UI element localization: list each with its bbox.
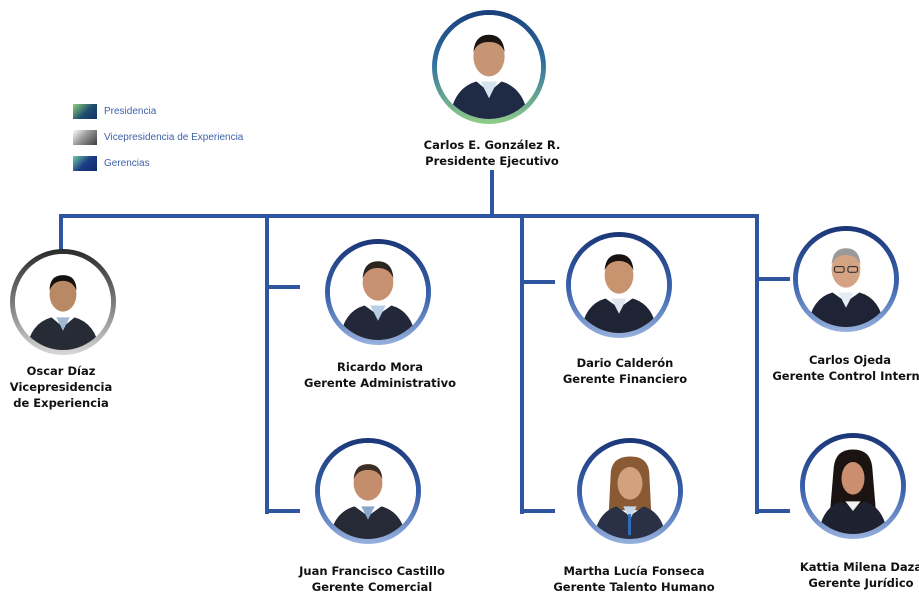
legend-item-vicepresidencia: Vicepresidencia de Experiencia (73, 124, 243, 150)
dario-label: Dario Calderón Gerente Financiero (563, 355, 687, 387)
dario-role: Gerente Financiero (562, 372, 688, 386)
dario-avatar (571, 237, 667, 333)
legend-item-presidencia: Presidencia (73, 98, 243, 124)
dario-portrait (571, 237, 667, 333)
legend-label: Vicepresidencia de Experiencia (104, 131, 244, 143)
juan-role: Gerente Comercial (311, 580, 433, 594)
martha-role: Gerente Talento Humano (553, 580, 715, 594)
vice-photo-frame (10, 249, 116, 355)
legend-swatch-presidencia (73, 103, 97, 119)
ricardo-photo-frame (325, 239, 431, 345)
kattia-photo-frame (800, 433, 906, 539)
president-name: Carlos E. González R. (423, 138, 561, 152)
martha-avatar (582, 443, 678, 539)
legend-label: Presidencia (104, 105, 157, 117)
vice-label: Oscar Díaz Vicepresidencia de Experienci… (10, 363, 112, 411)
president-photo-frame (432, 10, 546, 124)
president-portrait (437, 15, 541, 119)
kattia-avatar (805, 438, 901, 534)
legend-swatch-gerencias (73, 155, 97, 171)
legend: Presidencia Vicepresidencia de Experienc… (73, 98, 243, 176)
kattia-portrait (805, 438, 901, 534)
ricardo-portrait (330, 244, 426, 340)
juan-avatar (320, 443, 416, 539)
vice-portrait (15, 254, 111, 350)
ricardo-avatar (330, 244, 426, 340)
kattia-name: Kattia Milena Daza (799, 560, 919, 574)
juan-label: Juan Francisco Castillo Gerente Comercia… (299, 563, 445, 595)
dario-name: Dario Calderón (576, 356, 674, 370)
vice-role-line1: Vicepresidencia (9, 380, 113, 394)
martha-name: Martha Lucía Fonseca (563, 564, 705, 578)
carlos-ojeda-role: Gerente Control Interno (772, 369, 919, 383)
martha-photo-frame (577, 438, 683, 544)
vice-avatar (15, 254, 111, 350)
legend-item-gerencias: Gerencias (73, 150, 243, 176)
kattia-role: Gerente Jurídico (808, 576, 914, 590)
president-role: Presidente Ejecutivo (425, 154, 559, 168)
ricardo-role: Gerente Administrativo (304, 376, 456, 390)
dario-photo-frame (566, 232, 672, 338)
vice-role-line2: de Experiencia (13, 396, 109, 410)
ricardo-label: Ricardo Mora Gerente Administrativo (304, 359, 456, 391)
president-label: Carlos E. González R. Presidente Ejecuti… (424, 137, 561, 169)
carlos-ojeda-name: Carlos Ojeda (808, 353, 892, 367)
vice-name: Oscar Díaz (26, 364, 96, 378)
carlos-ojeda-photo-frame (793, 226, 899, 332)
juan-name: Juan Francisco Castillo (299, 564, 445, 578)
martha-portrait (582, 443, 678, 539)
kattia-label: Kattia Milena Daza Gerente Jurídico (800, 559, 919, 591)
ricardo-name: Ricardo Mora (337, 360, 423, 374)
martha-label: Martha Lucía Fonseca Gerente Talento Hum… (553, 563, 714, 595)
carlos-ojeda-avatar (798, 231, 894, 327)
legend-swatch-vicepresidencia (73, 129, 97, 145)
carlos-ojeda-portrait (798, 231, 894, 327)
president-avatar (437, 15, 541, 119)
carlos-ojeda-label: Carlos Ojeda Gerente Control Interno (772, 352, 919, 384)
juan-photo-frame (315, 438, 421, 544)
legend-label: Gerencias (104, 157, 150, 169)
juan-portrait (320, 443, 416, 539)
